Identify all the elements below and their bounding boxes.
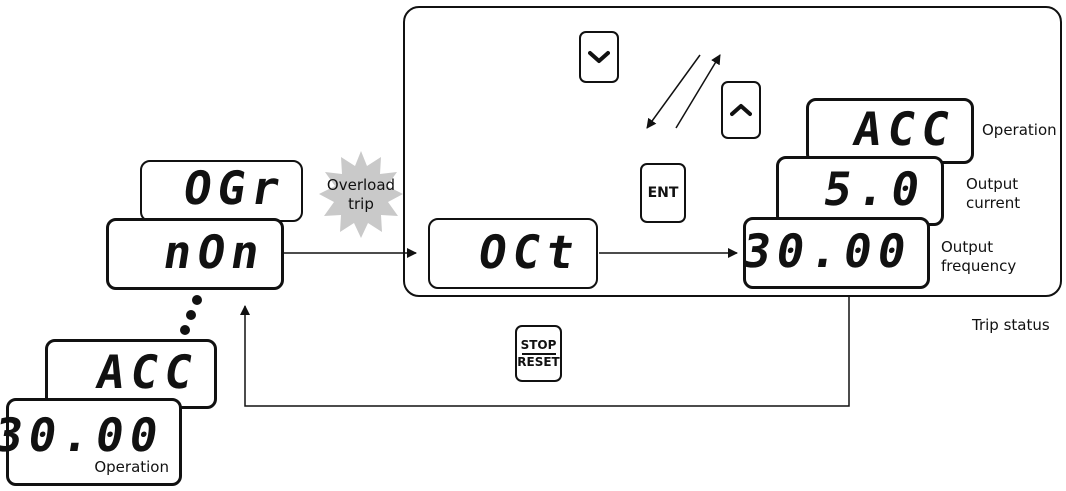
operation-label: Operation [982, 121, 1057, 139]
run-status-value: nOn [159, 225, 270, 280]
stop-reset-key[interactable]: STOP RESET [515, 325, 562, 382]
continuation-dot [186, 310, 196, 320]
continuation-dot [180, 325, 190, 335]
overload-burst-shape [319, 151, 403, 238]
up-key[interactable] [721, 81, 761, 139]
key-divider [521, 352, 556, 355]
trip-status-panel [403, 6, 1062, 297]
left-frequency-display: 30.00 Operation [0, 398, 182, 486]
output-frequency-value: 30.00 [738, 224, 916, 279]
chevron-up-icon [730, 104, 752, 116]
error-code-display: OGr [140, 160, 303, 222]
reset-return-line [240, 297, 850, 407]
down-key[interactable] [579, 31, 619, 83]
error-code-value: OGr [179, 161, 290, 216]
output-frequency-label: Output frequency [941, 238, 1017, 275]
enter-key[interactable]: ENT [640, 163, 686, 223]
run-status-display: nOn [106, 218, 284, 290]
operation-state-display: ACC [806, 98, 974, 164]
output-current-label: Output current [966, 175, 1021, 212]
left-frequency-value: 30.00 [0, 408, 168, 463]
left-operation-value: ACC [92, 345, 203, 400]
trip-code-display: OCt [428, 218, 598, 289]
output-current-display: 5.0 [776, 156, 944, 226]
enter-key-label: ENT [647, 185, 679, 201]
output-current-value: 5.0 [819, 162, 930, 217]
left-operation-display: ACC [45, 339, 217, 409]
output-frequency-display: 30.00 [738, 217, 930, 289]
trip-code-value: OCt [474, 224, 585, 279]
overload-trip-label: Overload trip [326, 176, 396, 213]
trip-status-label: Trip status [972, 316, 1050, 334]
diagonal-arrow-down [646, 54, 701, 129]
stop-key-label: STOP [520, 337, 557, 352]
diagonal-arrow-up [675, 54, 721, 129]
operation-state-value: ACC [849, 102, 960, 157]
left-operation-label: Operation [94, 458, 169, 476]
chevron-down-icon [588, 51, 610, 63]
reset-key-label: RESET [517, 354, 560, 369]
continuation-dot [192, 295, 202, 305]
